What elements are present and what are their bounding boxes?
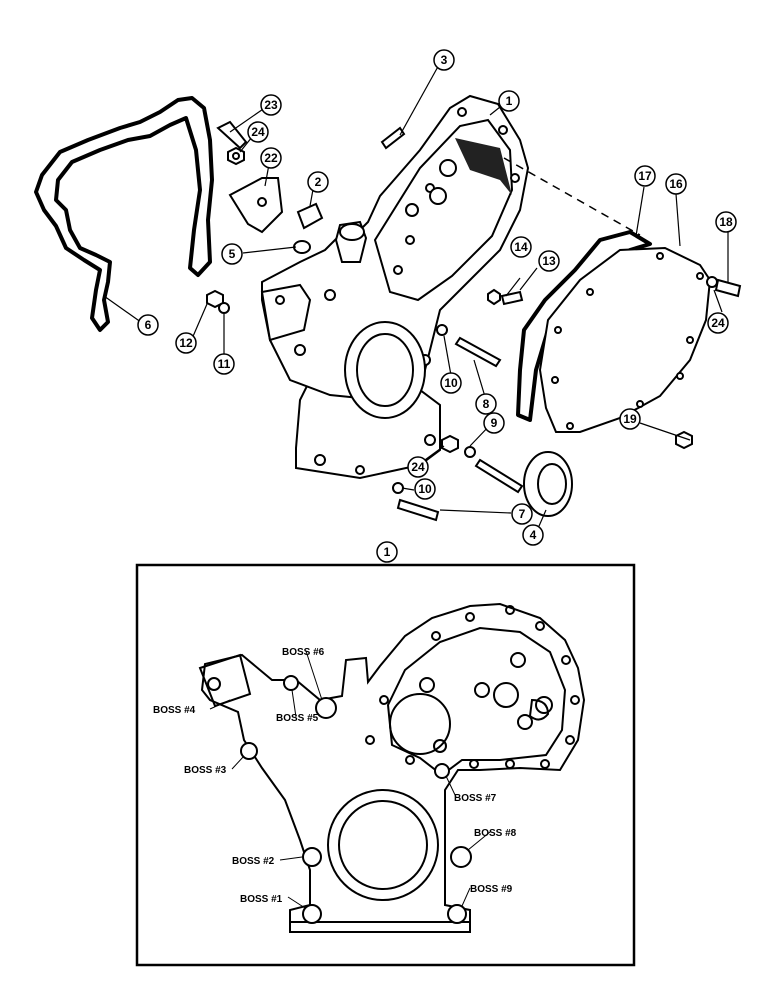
callout-18: 18 <box>715 211 737 233</box>
callout-10b: 10 <box>414 478 436 500</box>
callout-9: 9 <box>483 412 505 434</box>
callout-number: 16 <box>669 177 683 191</box>
callout-number: 10 <box>444 376 458 390</box>
callout-5: 5 <box>221 243 243 265</box>
callout-number: 22 <box>264 151 278 165</box>
detail-housing-outline <box>198 602 586 933</box>
boss-5-label: BOSS #5 <box>276 713 319 724</box>
callout-number: 23 <box>264 98 278 112</box>
callout-7: 7 <box>511 503 533 525</box>
timing-cover-housing <box>260 94 530 480</box>
callout-6: 6 <box>137 314 159 336</box>
callout-number: 18 <box>719 215 733 229</box>
callout-11: 11 <box>213 353 235 375</box>
callout-number: 4 <box>530 528 537 542</box>
callout-number: 1 <box>384 545 391 559</box>
callout-number: 2 <box>315 175 322 189</box>
callout-number: 24 <box>251 125 265 139</box>
detail-callout-1: 1 <box>376 541 398 563</box>
callout-number: 9 <box>491 416 498 430</box>
boss-3-label: BOSS #3 <box>184 765 227 776</box>
callout-number: 6 <box>145 318 152 332</box>
callout-number: 5 <box>229 247 236 261</box>
boss-leaders <box>209 650 491 909</box>
boss-7-label: BOSS #7 <box>454 793 497 804</box>
callout-number: 1 <box>506 94 513 108</box>
callout-4: 4 <box>522 524 544 546</box>
callout-17: 17 <box>634 165 656 187</box>
callout-1: 1 <box>498 90 520 112</box>
callout-2: 2 <box>307 171 329 193</box>
callout-3: 3 <box>433 49 455 71</box>
callout-16: 16 <box>665 173 687 195</box>
callout-23: 23 <box>260 94 282 116</box>
callout-number: 7 <box>519 507 526 521</box>
boss-8-label: BOSS #8 <box>474 828 517 839</box>
callout-22: 22 <box>260 147 282 169</box>
boss-2-label: BOSS #2 <box>232 856 275 867</box>
callout-number: 11 <box>218 357 231 371</box>
callout-number: 12 <box>179 336 193 350</box>
callout-19: 19 <box>619 408 641 430</box>
callout-14: 14 <box>510 236 532 258</box>
callout-13: 13 <box>538 250 560 272</box>
boss-9-label: BOSS #9 <box>470 884 513 895</box>
gasket-left <box>34 96 214 332</box>
callout-number: 24 <box>711 316 725 330</box>
callouts: 1 2 3 4 5 6 7 8 9 10 10 11 12 13 14 16 1… <box>137 49 737 546</box>
alignment-line <box>503 157 641 236</box>
callout-24a: 24 <box>247 121 269 143</box>
cover-plate <box>538 246 712 433</box>
detail-boss-rings <box>240 675 472 924</box>
hardware <box>206 120 742 522</box>
callout-number: 24 <box>411 460 425 474</box>
boss-6-label: BOSS #6 <box>282 647 325 658</box>
boss-labels: BOSS #1 BOSS #2 BOSS #3 BOSS #4 BOSS #5 … <box>153 647 517 905</box>
callout-number: 13 <box>542 254 556 268</box>
callout-number: 8 <box>483 397 490 411</box>
callout-number: 17 <box>638 169 652 183</box>
boss-1-label: BOSS #1 <box>240 894 283 905</box>
callout-10a: 10 <box>440 372 462 394</box>
callout-number: 14 <box>514 240 528 254</box>
callout-24b: 24 <box>707 312 729 334</box>
callout-number: 10 <box>418 482 432 496</box>
callout-8: 8 <box>475 393 497 415</box>
callout-number: 3 <box>441 53 448 67</box>
detail-frame <box>135 563 636 967</box>
callout-number: 19 <box>623 412 637 426</box>
callout-24c: 24 <box>407 456 429 478</box>
boss-4-label: BOSS #4 <box>153 705 196 716</box>
callout-12: 12 <box>175 332 197 354</box>
